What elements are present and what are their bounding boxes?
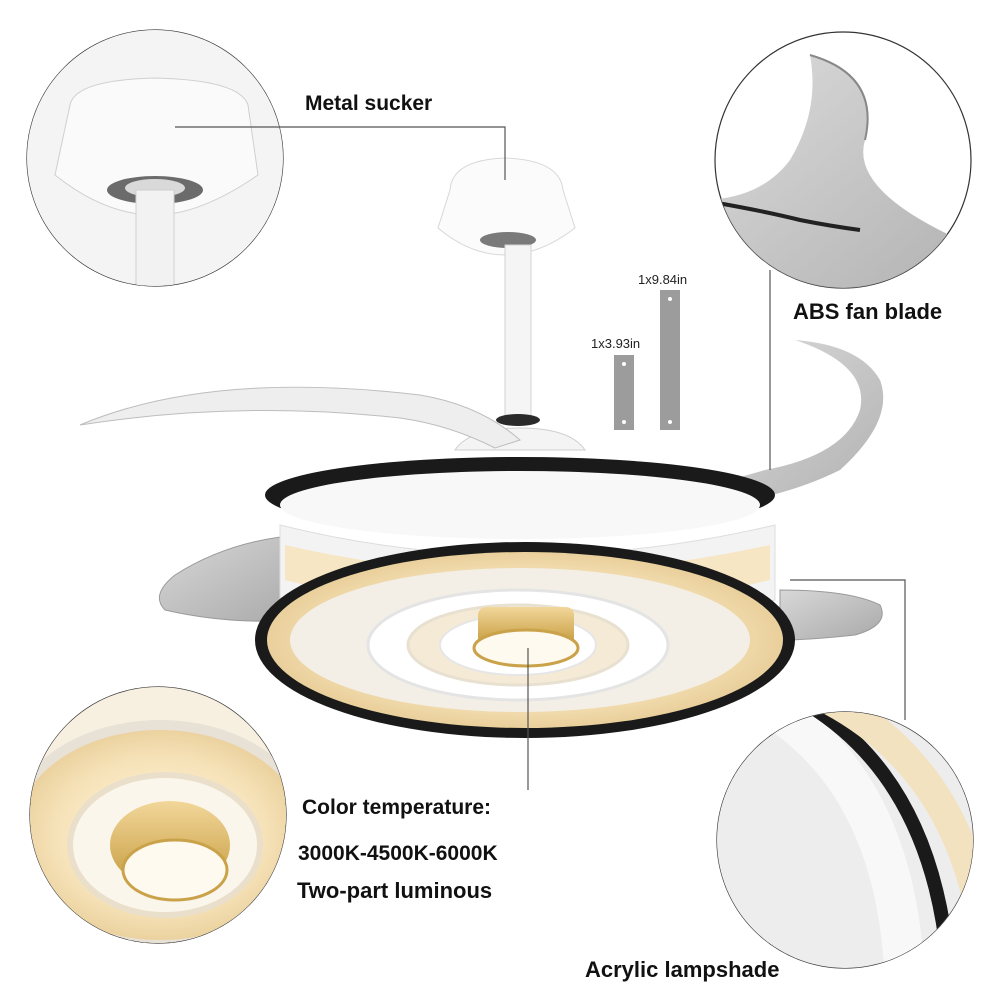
shade-icon [717, 712, 973, 968]
blade-icon [715, 54, 971, 288]
light-icon [30, 687, 286, 943]
blade-left-top [79, 386, 521, 449]
long-rod [660, 290, 680, 430]
blade-left-bottom [158, 534, 301, 622]
canopy [437, 157, 576, 256]
light-detail-circle [29, 686, 287, 944]
label-abs-fan-blade: ABS fan blade [793, 299, 943, 324]
downrod [504, 244, 532, 421]
label-color-temperature-values: 3000K-4500K-6000K [298, 842, 498, 865]
leader-lampshade [790, 579, 906, 720]
blade-right-back [710, 340, 884, 500]
leader-metal-sucker [175, 126, 506, 180]
mount-detail-circle [26, 29, 284, 287]
label-acrylic-lampshade: Acrylic lampshade [585, 957, 780, 982]
label-metal-sucker: Metal sucker [305, 92, 433, 115]
blade-detail-circle [714, 31, 972, 289]
shade-detail-circle [716, 711, 974, 969]
fan-illustration [79, 157, 884, 738]
label-short-rod: 1x3.93in [591, 336, 641, 351]
leader-lines [175, 126, 906, 790]
blade-right-bottom [779, 589, 883, 641]
short-rod [614, 355, 634, 430]
mount-icon [27, 30, 283, 286]
label-long-rod: 1x9.84in [638, 272, 688, 287]
label-two-part-luminous: Two-part luminous [297, 878, 493, 903]
label-color-temperature: Color temperature: [302, 796, 492, 819]
